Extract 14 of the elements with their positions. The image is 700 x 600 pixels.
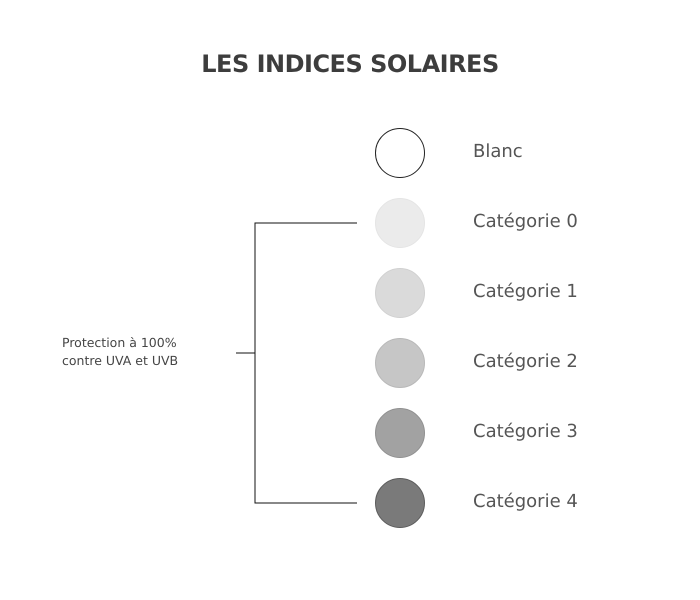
color-circle <box>375 268 425 318</box>
category-label: Blanc <box>473 141 523 162</box>
category-label: Catégorie 2 <box>473 351 578 372</box>
color-circle <box>375 408 425 458</box>
color-circle <box>375 478 425 528</box>
color-circle <box>375 198 425 248</box>
note-text: Protection à 100% contre UVA et UVB <box>62 334 180 370</box>
color-circle <box>375 338 425 388</box>
category-label: Catégorie 4 <box>473 491 578 512</box>
color-circle <box>375 128 425 178</box>
category-label: Catégorie 1 <box>473 281 578 302</box>
title: LES INDICES SOLAIRES <box>200 50 500 78</box>
category-label: Catégorie 3 <box>473 421 578 442</box>
category-label: Catégorie 0 <box>473 211 578 232</box>
